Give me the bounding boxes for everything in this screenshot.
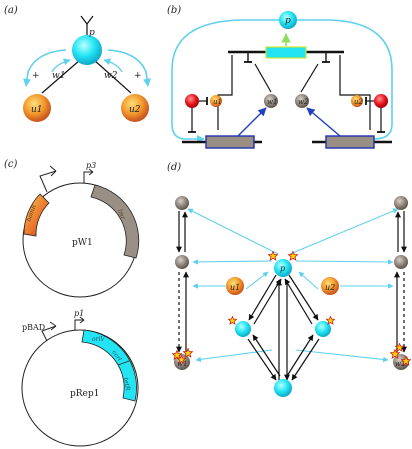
panel-b-red-node-left (185, 94, 199, 108)
plasmid-prep1-gene-oriv-label: oriV (92, 336, 105, 343)
panel-d: (d) (167, 162, 411, 397)
panel-d-star-icon (288, 251, 298, 261)
plasmid-pw1-promoter-p3-label: p3 (86, 161, 96, 170)
panel-b-arrow-gene-w2 (306, 107, 341, 137)
panel-b-line-w2-up (300, 63, 319, 93)
panel-d-left-column (176, 211, 189, 353)
panel-d-node-right-top (394, 196, 408, 210)
panel-d-node-u2 (321, 277, 339, 295)
plasmid-pw1-name: pW1 (72, 238, 93, 248)
panel-b-letter: (b) (167, 5, 181, 16)
plasmid-prep1-gene-tetr-label: tetR (122, 377, 131, 391)
plasmid-pw1-gene-lmr-label: lmr (116, 208, 127, 221)
panel-a-node-u1-label: u1 (31, 105, 43, 115)
panel-b-line-left-outer (217, 55, 233, 130)
plasmid-prep1-promoter-pbad (41, 321, 57, 342)
panel-a-node-u2-label: u2 (129, 105, 141, 115)
panel-b: (b) p u1 (167, 5, 393, 149)
panel-a-node-u1 (23, 94, 51, 122)
plasmid-pw1-gene-lmr (90, 184, 140, 259)
panel-a-node-u2 (121, 94, 149, 122)
panel-a-hub-label: p (89, 28, 95, 38)
panel-b-hub-node (279, 11, 297, 29)
panel-a: (a) p w1 w2 + + u1 u2 (4, 5, 151, 122)
panel-b-gene-w2 (325, 135, 375, 149)
panel-d-node-u1-label: u1 (230, 283, 240, 292)
panel-b-hub-label: p (285, 16, 291, 26)
panel-a-feedback-right (107, 49, 151, 87)
panel-d-star-icon (228, 316, 237, 325)
panel-b-node-w1-label: w1 (267, 98, 277, 106)
panel-a-hub-node (72, 35, 102, 65)
panel-a-letter: (a) (4, 5, 18, 16)
panel-c-letter: (c) (4, 159, 18, 170)
plasmid-prep1-promoter-p1 (74, 316, 85, 330)
panel-d-node-u2-label: u2 (325, 283, 335, 292)
panel-d-node-left-mid (175, 255, 189, 269)
panel-b-line-right-outer (339, 55, 371, 130)
panel-d-node-right-mid (394, 255, 408, 269)
panel-d-node-left-center (235, 321, 251, 337)
panel-b-gene-w1 (205, 135, 255, 149)
panel-a-edge-left (41, 59, 81, 94)
panel-d-diamond (247, 274, 320, 381)
panel-d-node-p (274, 259, 292, 277)
plasmid-prep1-name: pRep1 (70, 389, 99, 399)
panel-a-edge-right-label: w2 (104, 71, 118, 81)
panel-b-line-w1-up (254, 63, 272, 93)
panel-a-input-right (103, 58, 123, 73)
panel-d-node-right-center (315, 321, 331, 337)
plasmid-pw1-gene-bomr (23, 193, 50, 237)
panel-b-loop-right (296, 19, 393, 140)
plasmid-prep1-gene-cyan (81, 329, 137, 402)
panel-b-arrow-gene-w1 (237, 107, 267, 137)
panel-d-node-u1 (226, 277, 244, 295)
plasmid-prep1-promoter-pbad-label: pBAD (22, 323, 45, 332)
panel-b-node-w2-label: w2 (298, 98, 309, 106)
panel-c: (c) bomR lmr p3 pW1 oriV ccrl tetR pBAD (4, 159, 140, 447)
plasmid-prep1-gene-divider (117, 360, 130, 366)
panel-d-letter: (d) (167, 162, 181, 173)
plasmid-prep1-promoter-p1-label: p1 (74, 309, 84, 318)
panel-d-node-bottom (274, 379, 292, 397)
panel-b-node-w1 (264, 94, 278, 108)
panel-a-edge-left-label: w1 (52, 71, 65, 81)
panel-d-right-column (394, 211, 407, 353)
panel-a-edge-right (93, 59, 132, 94)
plasmid-prep1-circle (21, 329, 139, 447)
panel-a-sign-right: + (134, 71, 142, 81)
panel-b-promoter-top-right (322, 52, 330, 63)
panel-a-sign-left: + (32, 71, 40, 81)
panel-d-node-w2-label: w2 (395, 360, 406, 368)
panel-b-node-u1-label: u1 (213, 98, 222, 106)
panel-d-node-left-top (175, 196, 189, 210)
panel-b-gene-p (265, 46, 307, 59)
panel-d-cyan-links (187, 208, 399, 363)
panel-a-feedback-left (23, 49, 67, 87)
plasmid-pw1-promoter-left (39, 165, 57, 193)
panel-b-node-u1 (210, 95, 222, 107)
panel-b-red-node-right (374, 94, 388, 108)
panel-d-node-w1-label: w1 (177, 360, 187, 368)
plasmid-pw1-promoter-p3 (83, 168, 94, 183)
panel-a-input-left (51, 58, 71, 73)
panel-b-node-u2-label: u2 (354, 98, 364, 106)
panel-b-loop-left (171, 19, 280, 140)
panel-b-node-w2 (295, 94, 309, 108)
panel-b-promoter-top-left (244, 52, 252, 63)
panel-b-node-u2 (351, 95, 363, 107)
panel-d-node-p-label: p (280, 264, 285, 273)
